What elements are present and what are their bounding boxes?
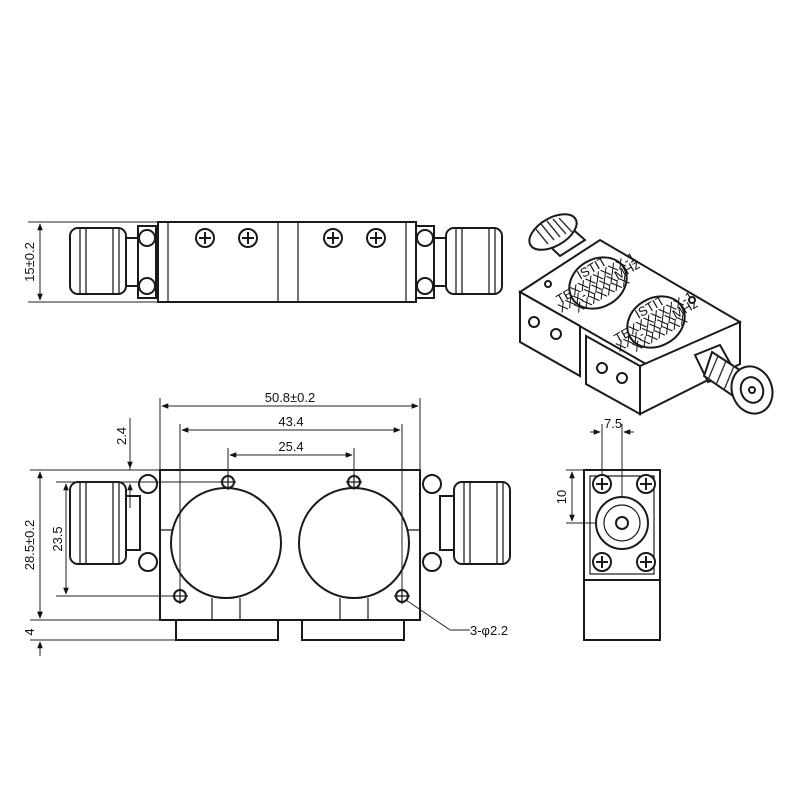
end-view: 7.5 10: [554, 416, 661, 641]
dim-hole-span: 43.4: [278, 414, 303, 429]
screw-icon: [323, 228, 343, 248]
screw-icon: [195, 228, 215, 248]
side-view: 15±0.2: [22, 221, 503, 303]
screw-icon: [238, 228, 258, 248]
dim-overall-height: 28.5±0.2: [22, 520, 37, 571]
dim-hole-callout: 3-φ2.2: [470, 623, 508, 638]
dim-edge-offset: 2.4: [114, 427, 129, 445]
side-right-connector: [415, 225, 503, 299]
dim-end-vertical: 10: [554, 490, 569, 504]
side-screws: [195, 228, 386, 248]
front-base-left: [175, 619, 279, 641]
dim-hole-vertical: 23.5: [50, 526, 65, 551]
iso-right-face: [639, 320, 741, 416]
iso-top-connector: [528, 213, 587, 258]
front-left-connector: [69, 474, 158, 572]
screw-icon: [592, 474, 612, 494]
isometric-view: ISTIT TEXXXXXXX-1 XXX-XXXXMHz XXXXXXX IS…: [518, 213, 774, 416]
front-view: 50.8±0.2 43.4 25.4 2.4 28.5±0.2 23.5 4 3…: [22, 390, 511, 656]
side-left-connector: [69, 225, 157, 299]
iso-right-connector: [693, 343, 774, 415]
dim-base-thickness: 4: [22, 628, 37, 635]
front-base-right: [301, 619, 405, 641]
screw-icon: [366, 228, 386, 248]
resonator-disc-right: [298, 487, 410, 599]
dim-center-span: 25.4: [278, 439, 303, 454]
front-right-connector: [422, 474, 511, 572]
end-base: [583, 579, 661, 641]
dim-overall-length: 50.8±0.2: [265, 390, 316, 405]
screw-icon: [636, 474, 656, 494]
dim-side-height: 15±0.2: [22, 242, 37, 282]
dim-end-horizontal: 7.5: [604, 416, 622, 431]
resonator-disc-left: [170, 487, 282, 599]
end-connector-pin: [615, 516, 629, 530]
screw-icon: [636, 552, 656, 572]
screw-icon: [592, 552, 612, 572]
